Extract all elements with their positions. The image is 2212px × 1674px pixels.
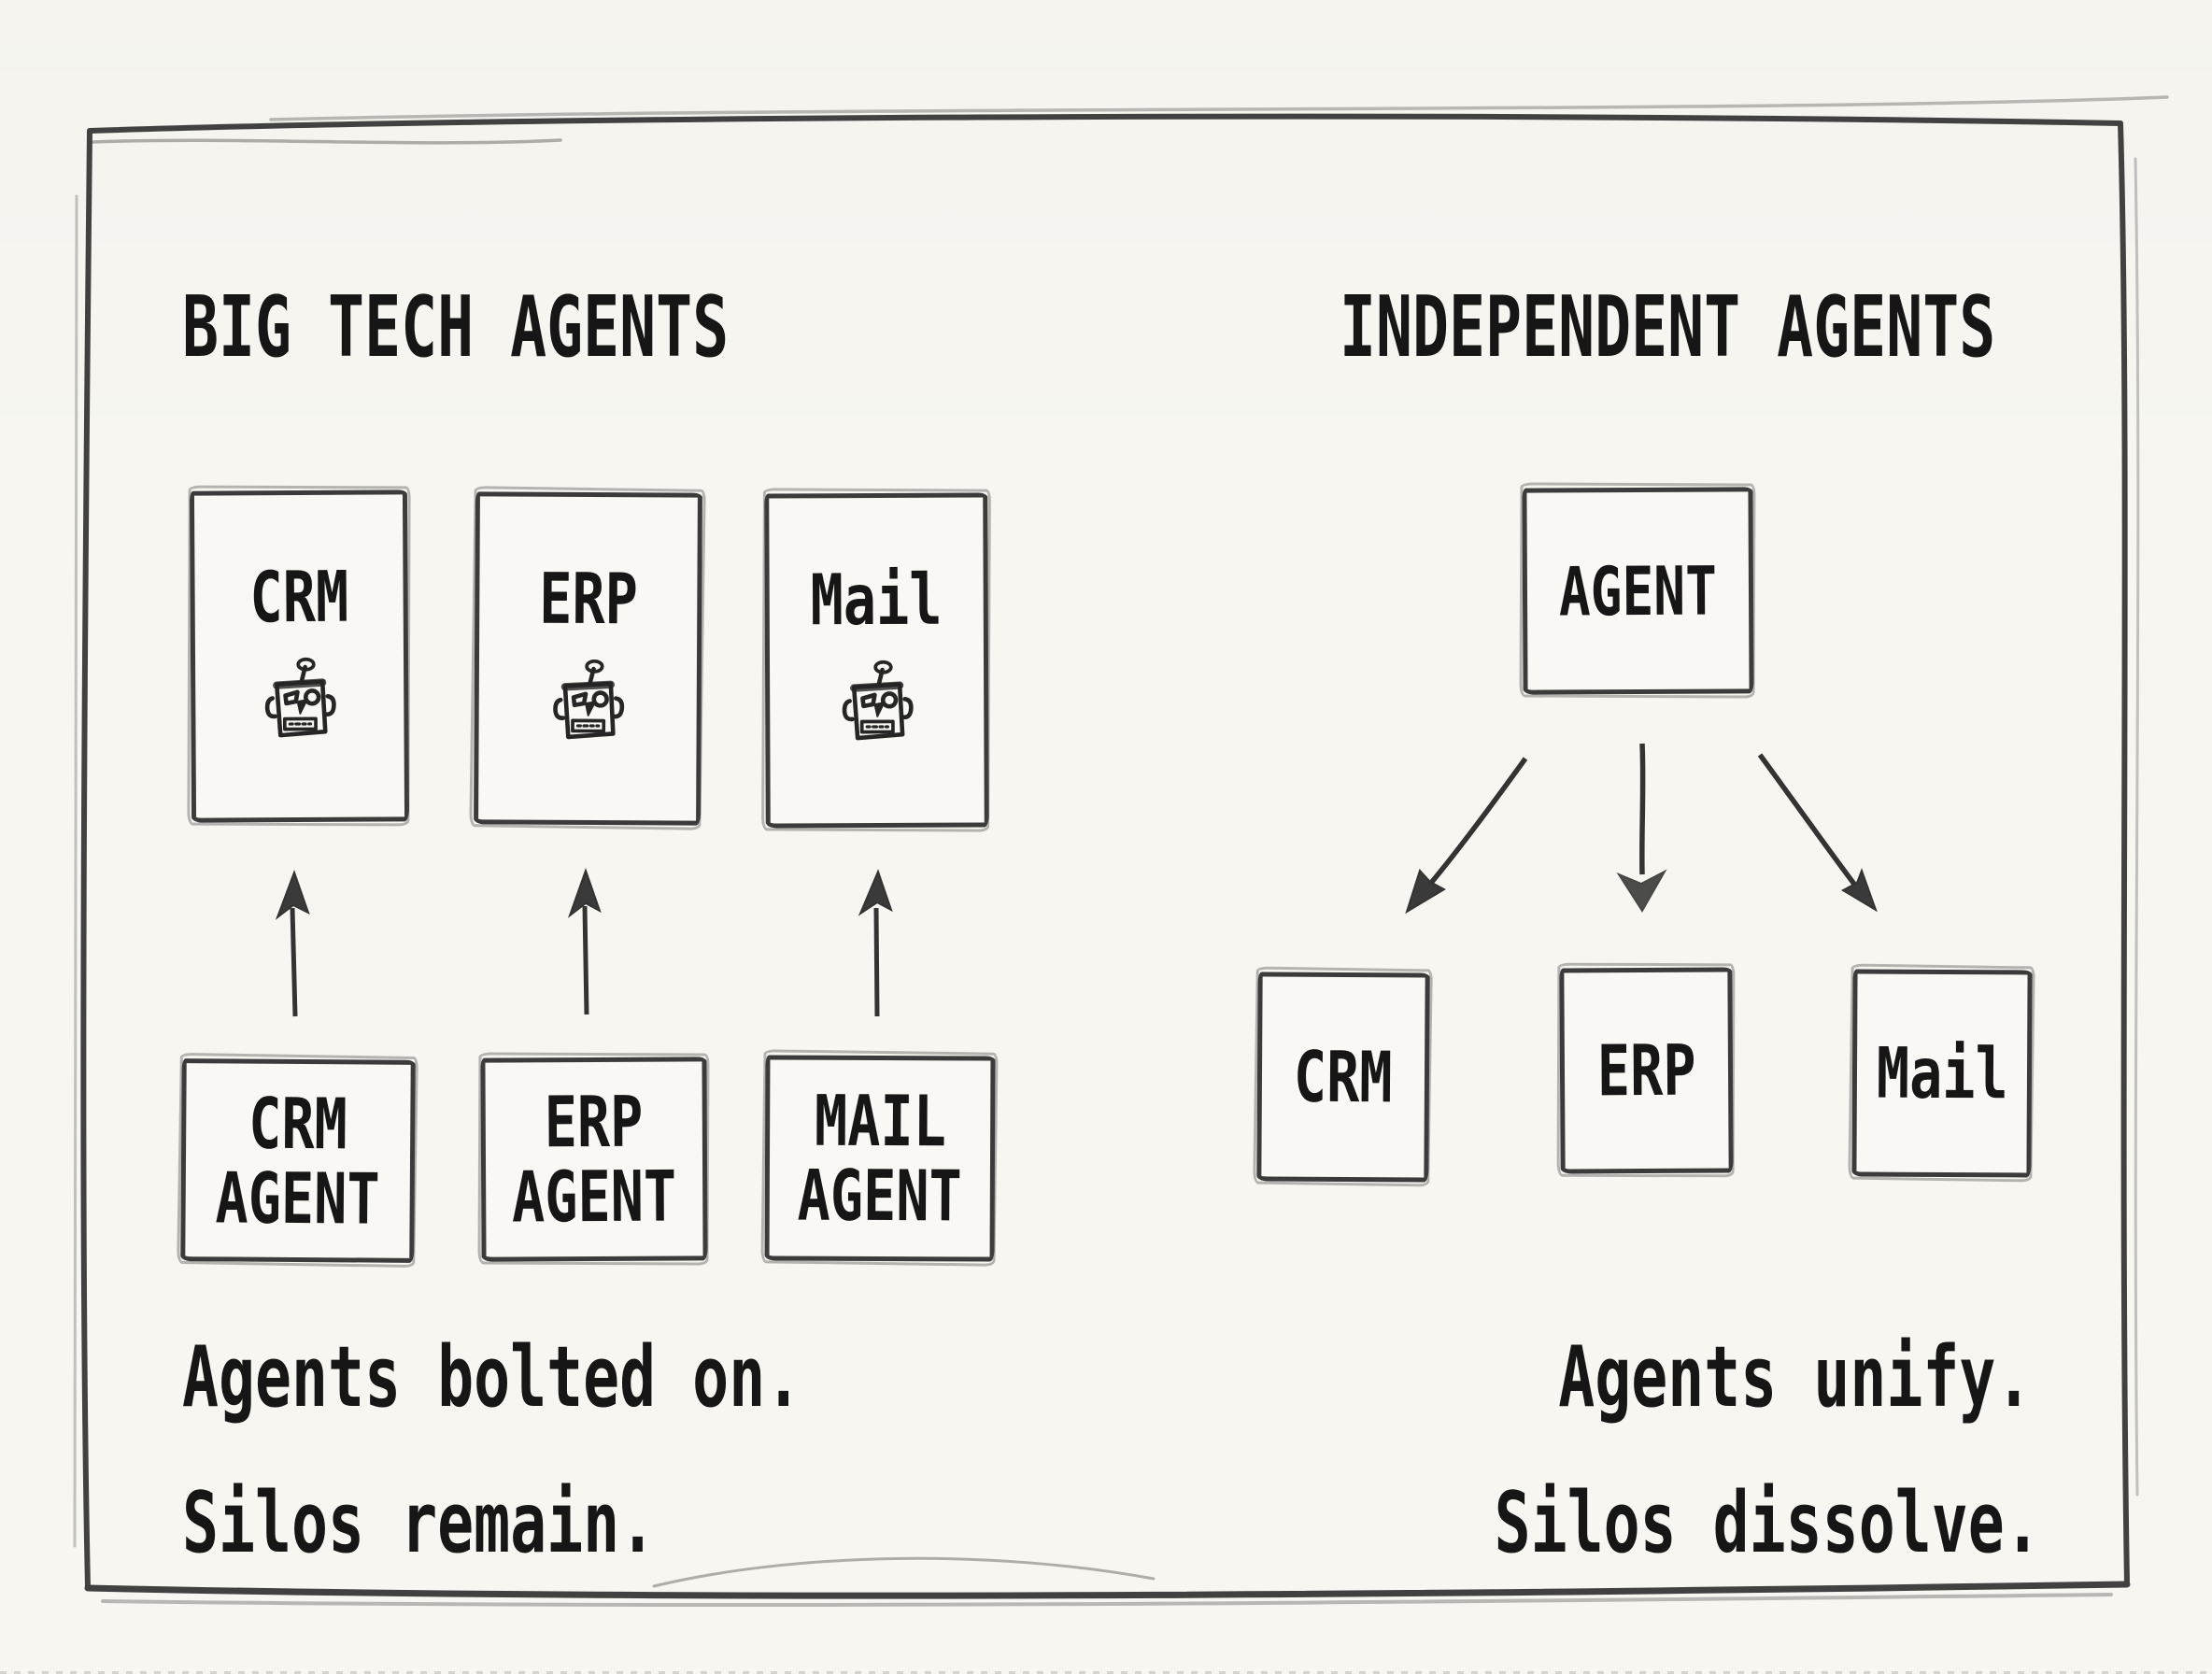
arrow-agent-to-mail xyxy=(1757,753,1878,913)
left-caption-line2: Silos remain. xyxy=(182,1474,657,1572)
system-box-label: Mail xyxy=(1876,1031,2008,1114)
left-system-box-crm: CRM xyxy=(189,489,410,823)
right-agent-box: AGENT xyxy=(1522,487,1754,695)
system-box-label: Mail xyxy=(810,558,943,642)
left-agent-box-crm: CRM AGENT xyxy=(180,1058,416,1263)
right-system-box-mail: Mail xyxy=(1851,969,2033,1178)
arrow-up-mail xyxy=(858,869,893,1017)
arrow-up-erp xyxy=(567,867,602,1015)
system-box-label: CRM xyxy=(249,555,349,639)
paper-edge-artifact xyxy=(0,1671,2212,1674)
right-system-box-erp: ERP xyxy=(1559,967,1734,1174)
right-panel-title: INDEPENDENT AGENTS xyxy=(1340,278,1996,376)
agent-box-line2: AGENT xyxy=(511,1155,677,1239)
robot-icon xyxy=(550,659,626,748)
left-system-box-erp: ERP xyxy=(474,491,702,826)
robot-icon xyxy=(839,660,914,749)
agent-box-label: AGENT xyxy=(1558,551,1718,631)
system-box-label: CRM xyxy=(1293,1035,1394,1118)
left-system-box-mail: Mail xyxy=(764,492,989,829)
arrow-agent-to-crm xyxy=(1405,757,1528,915)
robot-icon xyxy=(262,657,338,746)
agent-box-line1: ERP xyxy=(544,1080,644,1164)
agent-box-line2: AGENT xyxy=(215,1156,381,1241)
system-box-label: ERP xyxy=(538,557,638,641)
arrow-up-crm xyxy=(275,870,310,1017)
system-box-label: ERP xyxy=(1596,1029,1696,1112)
left-panel-title: BIG TECH AGENTS xyxy=(182,278,730,376)
right-caption-line1: Agents unify. xyxy=(1557,1328,2032,1426)
agent-box-line1: MAIL xyxy=(814,1079,946,1163)
agent-box-line1: CRM xyxy=(248,1082,348,1165)
right-system-box-crm: CRM xyxy=(1256,972,1430,1183)
agent-box-line2: AGENT xyxy=(797,1154,963,1238)
left-caption-line1: Agents bolted on. xyxy=(182,1328,802,1426)
right-caption-line2: Silos dissolve. xyxy=(1494,1474,2041,1572)
left-agent-box-mail: MAIL AGENT xyxy=(764,1055,996,1262)
left-agent-box-erp: ERP AGENT xyxy=(480,1057,708,1262)
arrow-agent-to-erp xyxy=(1616,743,1667,913)
